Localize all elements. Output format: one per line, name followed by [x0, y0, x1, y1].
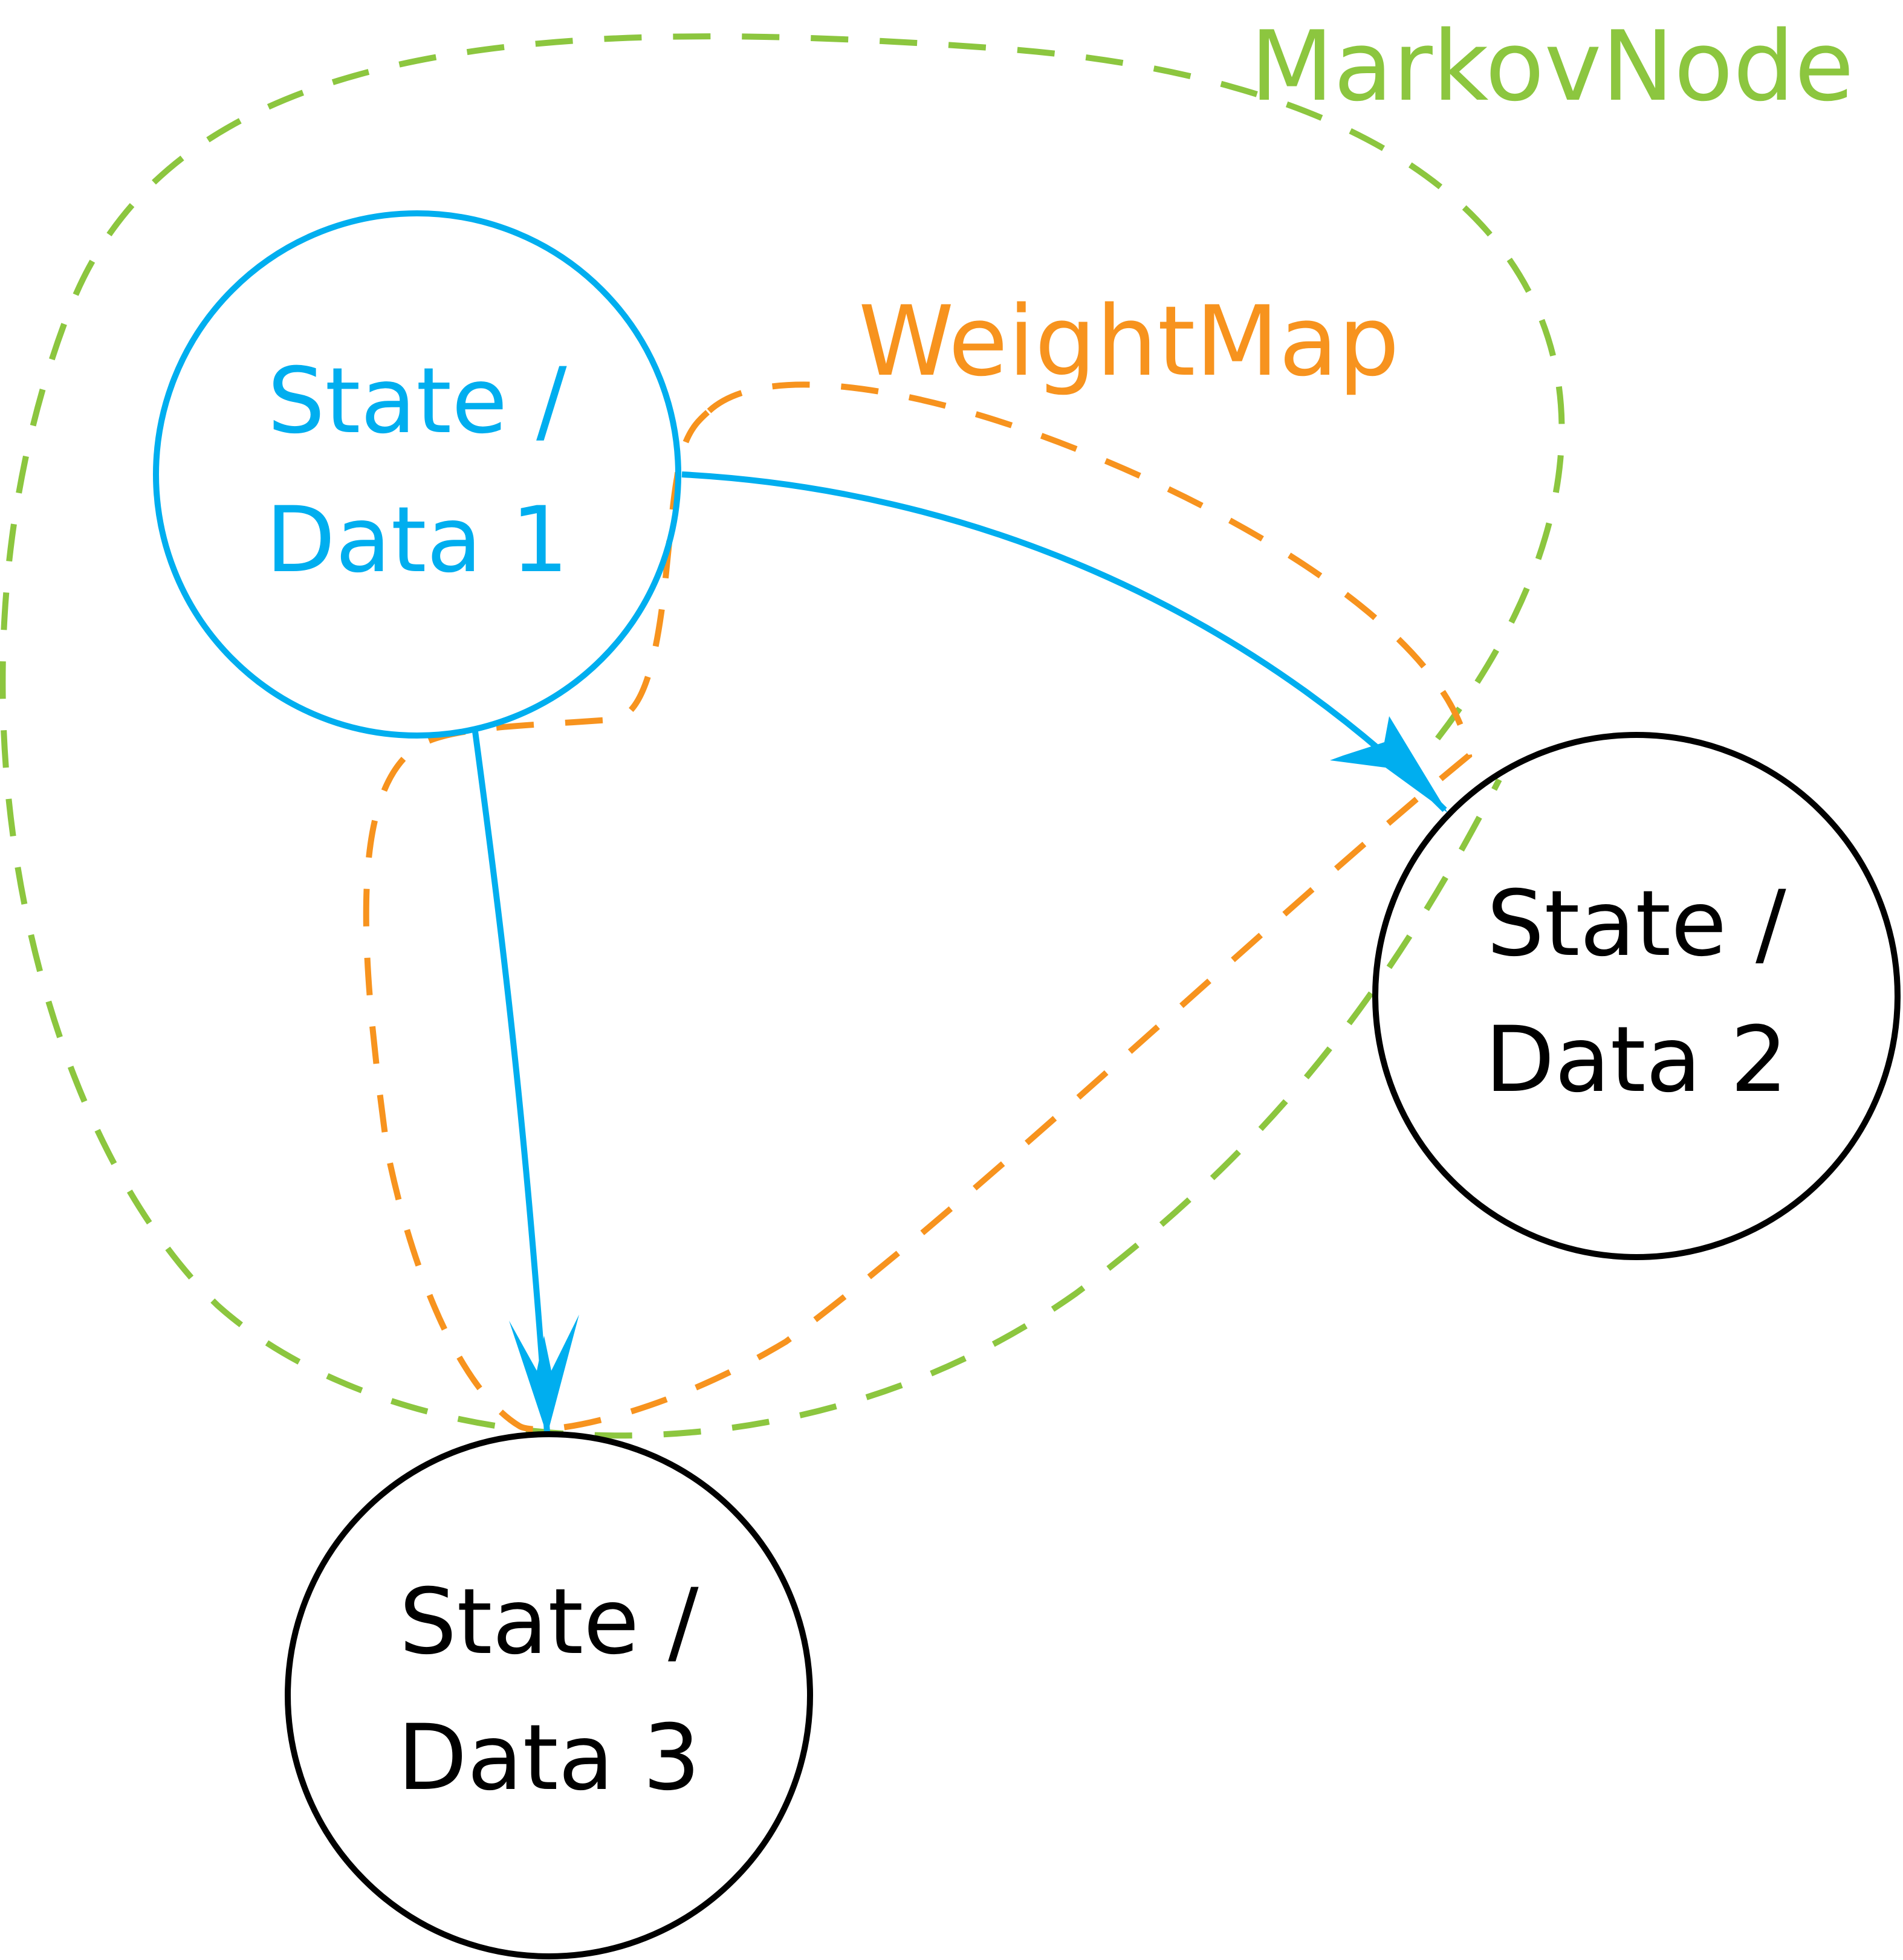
edge-data1-to-data3-arrowhead — [509, 1315, 579, 1435]
node-data-2-line2: Data 2 — [1485, 1007, 1788, 1113]
node-data-2-line1: State / — [1486, 872, 1786, 977]
node-data-3-line2: Data 3 — [397, 1706, 700, 1811]
weight-map-boundary — [363, 381, 1473, 1432]
node-data-2 — [1372, 732, 1901, 1260]
node-data-1 — [153, 210, 681, 739]
node-data-1-line2: Data 1 — [265, 488, 568, 593]
weight-map-label: WeightMap — [858, 285, 1399, 398]
node-data-3-line1: State / — [399, 1570, 699, 1675]
node-data-1-line1: State / — [267, 349, 567, 454]
markov-node-label: MarkovNode — [1250, 10, 1854, 123]
edge-data1-to-data3 — [472, 731, 550, 1433]
markov-node-boundary — [0, 33, 1565, 1439]
edge-data1-to-data2 — [681, 471, 1447, 812]
node-data-3 — [285, 1431, 813, 1959]
edge-data1-to-data2-arrowhead — [1330, 716, 1448, 813]
